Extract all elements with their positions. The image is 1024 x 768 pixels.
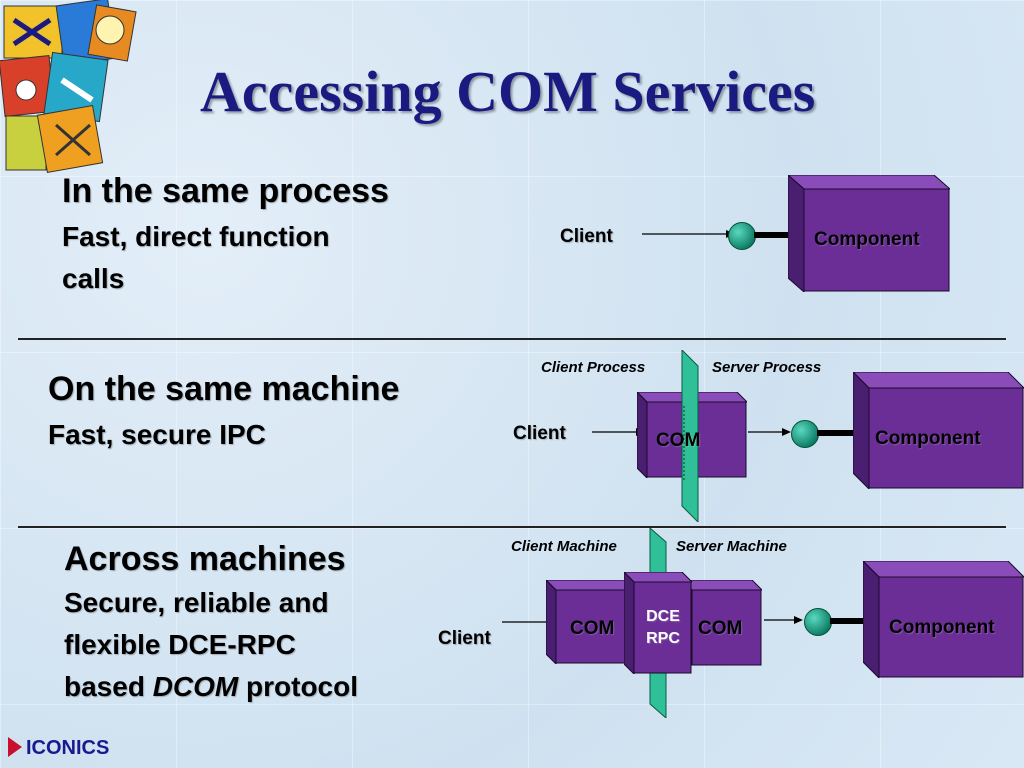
section-3-line-2: flexible DCE-RPC (64, 629, 296, 660)
section-3-client-label: Client (438, 628, 491, 649)
client-machine-label: Client Machine (511, 538, 617, 555)
section-3-server-com-label: COM (698, 618, 743, 639)
section-3-heading: Across machines (64, 540, 346, 578)
section-3-component-label: Component (889, 617, 995, 638)
section-3-client-com-box: COM (546, 580, 636, 664)
section-3-com-arrow (764, 616, 803, 624)
section-2-heading: On the same machine (48, 370, 400, 408)
section-3-line-3: based DCOM protocol (64, 666, 358, 708)
section-1-client-label: Client (560, 226, 613, 247)
triangle-marker-icon (8, 737, 22, 757)
dce-label: DCE (646, 608, 680, 625)
server-process-label: Server Process (712, 359, 822, 376)
section-1-heading: In the same process (62, 172, 389, 210)
section-2-com-arrow (748, 428, 791, 436)
section-divider-2 (18, 526, 1006, 528)
section-3-interface-stem (830, 618, 876, 624)
section-1-line-1: Fast, direct function (62, 221, 330, 252)
section-3-server-com-box: COM (682, 580, 762, 666)
section-3-line-3-suffix: protocol (238, 671, 359, 702)
client-process-label: Client Process (541, 359, 646, 376)
section-3-line-3-prefix: based (64, 671, 153, 702)
section-1-interface-icon (728, 222, 756, 250)
page-title: Accessing COM Services (200, 59, 816, 124)
section-2-interface-stem (817, 430, 863, 436)
section-1-line-2: calls (62, 263, 125, 294)
collage-logo-icon (0, 0, 137, 174)
section-2-client-label: Client (513, 423, 566, 444)
section-1-interface-stem (754, 232, 796, 238)
section-1-client-arrow (642, 230, 735, 238)
section-2-line-1: Fast, secure IPC (48, 419, 266, 450)
section-3-line-1: Secure, reliable and (64, 587, 329, 618)
section-divider-1 (18, 338, 1006, 340)
dce-rpc-box: DCE RPC (624, 572, 692, 674)
section-1-component-label: Component (814, 229, 920, 250)
section-2-component-box: Component (853, 372, 1024, 489)
section-3-component-box: Component (863, 561, 1024, 678)
section-3-interface-icon (804, 608, 832, 636)
footer-brand-label: ICONICS (26, 737, 110, 759)
section-1-component-box: Component (788, 175, 950, 292)
process-boundary-wall (681, 350, 699, 522)
rpc-label: RPC (646, 630, 680, 647)
section-2-com-label: COM (656, 430, 701, 451)
server-machine-label: Server Machine (676, 538, 787, 555)
footer-brand: ICONICS (8, 737, 109, 760)
section-2-component-label: Component (875, 428, 981, 449)
section-2-interface-icon (791, 420, 819, 448)
section-3-client-com-label: COM (570, 618, 615, 639)
section-3-line-3-emphasis: DCOM (152, 671, 239, 702)
